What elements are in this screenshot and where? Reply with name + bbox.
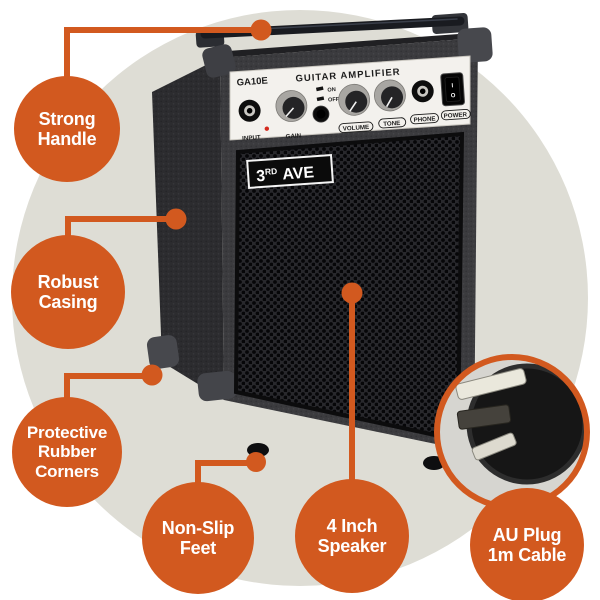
model-label: GA10E [236, 76, 268, 89]
callout-text: Robust [37, 271, 99, 292]
control-panel: GA10E GUITAR AMPLIFIER INPUT GAIN [229, 55, 471, 142]
corner-protector-bottom-side [146, 335, 180, 369]
volume-label: VOLUME [343, 124, 370, 133]
corner-protector-top-right [457, 27, 493, 63]
plug-pin-top [455, 368, 527, 400]
power-switch: I O [440, 72, 465, 107]
phone-label: PHONE [413, 115, 435, 123]
dot-strong-handle [250, 19, 272, 41]
dot-non-slip-feet [246, 452, 266, 472]
dot-robust-casing [165, 208, 187, 230]
tone-label: TONE [383, 120, 401, 128]
volume-knob [338, 83, 371, 116]
input-label: INPUT [242, 134, 261, 142]
line-strong-handle [64, 27, 261, 80]
on-off-button [312, 86, 330, 123]
callout-four-inch-speaker: 4 Inch Speaker [295, 479, 409, 593]
dot-protective-corners [141, 364, 163, 386]
callout-text: Strong [38, 108, 96, 129]
callout-strong-handle: Strong Handle [14, 76, 120, 182]
callout-robust-casing: Robust Casing [11, 235, 125, 349]
power-off-glyph: O [451, 93, 456, 99]
line-robust-casing [65, 216, 176, 240]
gain-label: GAIN [285, 132, 301, 140]
callout-non-slip-feet: Non-Slip Feet [142, 482, 254, 594]
callout-text: Protective [26, 423, 108, 443]
input-jack [238, 99, 261, 122]
plug-body [469, 366, 585, 482]
callout-text: Corners [35, 461, 99, 481]
callout-text: Speaker [317, 536, 387, 556]
callout-text: Non-Slip [161, 517, 235, 538]
callout-protective-rubber-corners: Protective Rubber Corners [12, 397, 122, 507]
on-label: ON [327, 87, 336, 94]
au-plug-photo [434, 354, 590, 510]
callout-text: Handle [37, 129, 97, 149]
callout-text: Rubber [37, 442, 97, 462]
callout-text: 1m Cable [487, 545, 567, 565]
callout-au-plug: AU Plug 1m Cable [470, 488, 584, 600]
badge-word: AVE [282, 164, 315, 183]
dot-speaker [341, 282, 363, 304]
line-non-slip-feet [195, 460, 256, 486]
callout-text: Casing [38, 292, 98, 312]
callout-text: Feet [179, 538, 217, 558]
phone-jack [411, 80, 434, 103]
gain-knob [275, 90, 308, 122]
badge-number: 3 [256, 168, 266, 186]
tone-knob [374, 79, 406, 112]
power-led [264, 126, 270, 131]
power-on-glyph: I [451, 83, 453, 89]
line-protective-corners [64, 373, 152, 400]
plug-pin-earth [471, 432, 517, 461]
callout-text: AU Plug [492, 524, 562, 545]
off-label: OFF [328, 97, 340, 104]
power-label: POWER [443, 111, 467, 120]
corner-protector-top-left [202, 44, 236, 78]
plug-pin-middle [456, 404, 512, 430]
callout-text: 4 Inch [326, 515, 378, 536]
badge-superscript: RD [265, 166, 278, 177]
brand-badge: 3RD AVE [246, 154, 334, 189]
corner-protector-bottom-left [197, 370, 237, 402]
